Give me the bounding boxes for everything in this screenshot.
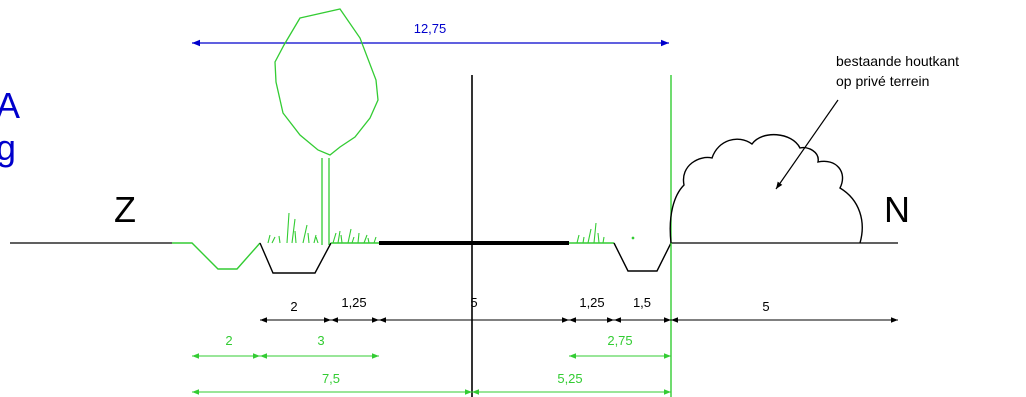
ditch-green [172, 242, 261, 270]
dim-green-3: 2,75 [607, 333, 632, 348]
existing-hedge [669, 133, 863, 244]
annotation-line1: bestaande houtkant [836, 53, 959, 69]
south-label: Z [114, 189, 136, 230]
total-width-label: 12,75 [414, 21, 447, 36]
ditch-black [259, 242, 332, 274]
dim-black-1: 2 [290, 299, 297, 314]
ditch-black-right [613, 242, 672, 272]
annotation-arrow [775, 99, 839, 190]
grass-right [576, 222, 635, 244]
ground-line [10, 241, 898, 274]
dim-black-4: 1,25 [579, 295, 604, 310]
dim-green-5: 5,25 [557, 371, 582, 386]
left-title-line1: A [0, 85, 20, 126]
dim-black-3: 5 [470, 295, 477, 310]
dim-black-6: 5 [762, 299, 769, 314]
tree [274, 8, 379, 245]
left-title-line2: g [0, 127, 16, 168]
dim-green-2: 3 [317, 333, 324, 348]
annotation-line2: op privé terrein [836, 73, 929, 89]
dim-green-4: 7,5 [322, 371, 340, 386]
north-label: N [884, 189, 910, 230]
grass-left [267, 212, 377, 244]
dim-green-1: 2 [225, 333, 232, 348]
dim-black-5: 1,5 [633, 295, 651, 310]
dim-black-2: 1,25 [341, 295, 366, 310]
